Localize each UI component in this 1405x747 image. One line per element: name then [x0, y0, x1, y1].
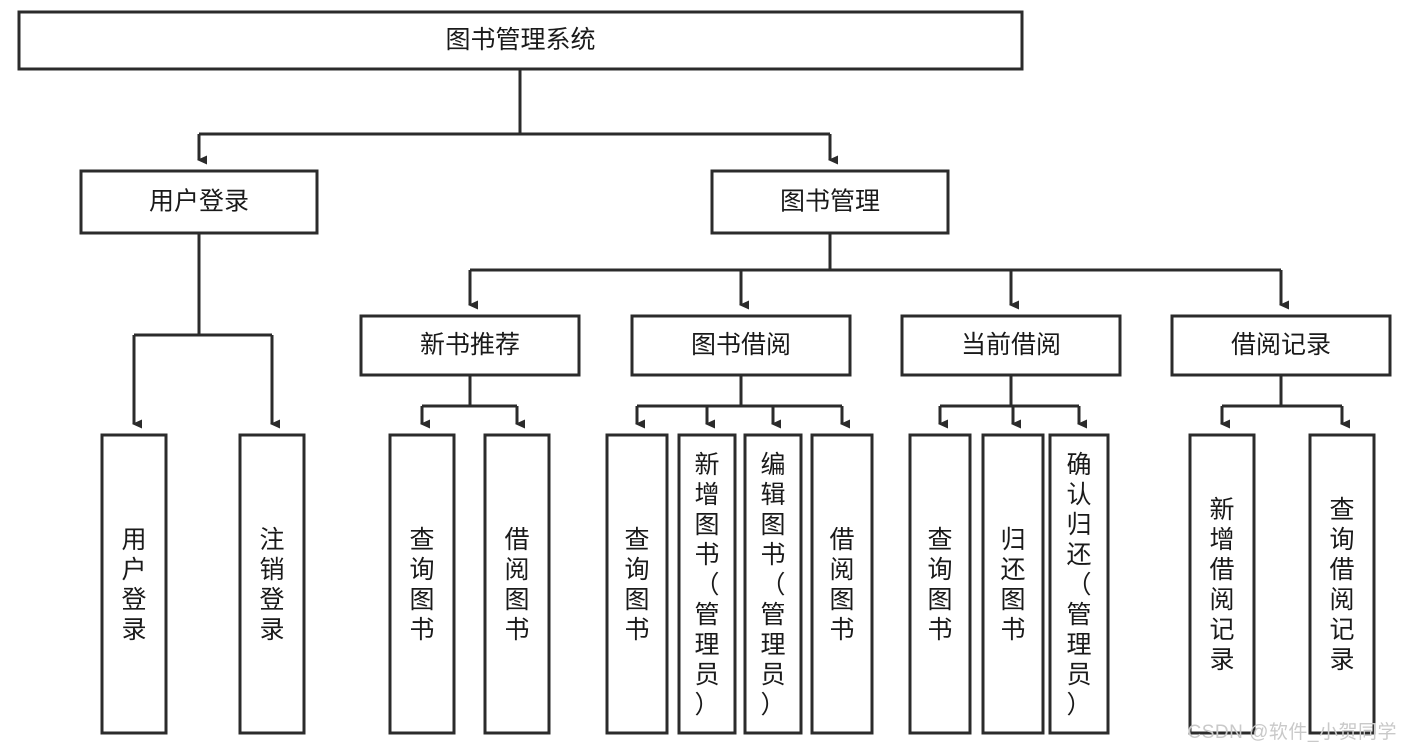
node-leaf-user-logout[interactable]: 注销登录 — [238, 433, 306, 735]
node-leaf-query-book-3[interactable]: 查询图书 — [908, 433, 972, 735]
node-box — [17, 10, 1024, 71]
node-current-borrow[interactable]: 当前借阅 — [900, 314, 1122, 377]
node-box — [605, 433, 669, 735]
node-leaf-borrow-book-2[interactable]: 借阅图书 — [810, 433, 874, 735]
node-book-borrow[interactable]: 图书借阅 — [630, 314, 852, 377]
node-box — [1188, 433, 1256, 735]
node-label: 当前借阅 — [961, 331, 1061, 359]
node-label: 借阅记录 — [1231, 331, 1331, 359]
node-label: 图书借阅 — [691, 331, 791, 359]
node-label: 新增图书（管理员） — [694, 451, 719, 719]
node-box — [359, 314, 581, 377]
node-label: 查询图书 — [409, 526, 434, 644]
node-label: 编辑图书（管理员） — [760, 451, 785, 719]
node-box — [630, 314, 852, 377]
node-leaf-query-book-2[interactable]: 查询图书 — [605, 433, 669, 735]
node-label: 注销登录 — [259, 526, 284, 644]
connector-bus-root — [199, 69, 830, 136]
node-label: 图书管理 — [780, 188, 880, 216]
node-box — [743, 433, 803, 735]
node-label: 借阅图书 — [829, 526, 854, 644]
edge-layer — [132, 69, 1350, 429]
node-box — [981, 433, 1045, 735]
node-box — [677, 433, 737, 735]
node-box — [1308, 433, 1376, 735]
node-leaf-borrow-book-1[interactable]: 借阅图书 — [483, 433, 551, 735]
node-leaf-edit-book-admin[interactable]: 编辑图书（管理员） — [743, 433, 803, 735]
node-box — [79, 169, 319, 235]
node-label: 确认归还（管理员） — [1066, 451, 1091, 719]
node-leaf-user-login[interactable]: 用户登录 — [100, 433, 168, 735]
node-box — [238, 433, 306, 735]
node-box — [810, 433, 874, 735]
node-label: 借阅图书 — [504, 526, 529, 644]
node-leaf-return-book[interactable]: 归还图书 — [981, 433, 1045, 735]
node-root[interactable]: 图书管理系统 — [17, 10, 1024, 71]
connector-bus-user-login — [134, 233, 272, 337]
node-label: 查询借阅记录 — [1329, 496, 1354, 674]
node-book-manage[interactable]: 图书管理 — [710, 169, 950, 235]
node-label: 查询图书 — [927, 526, 952, 644]
node-box — [1170, 314, 1392, 377]
node-user-login[interactable]: 用户登录 — [79, 169, 319, 235]
node-label: 用户登录 — [121, 526, 146, 644]
connector-bus-book-borrow — [637, 375, 842, 408]
node-label: 查询图书 — [624, 526, 649, 644]
node-label: 归还图书 — [1000, 526, 1025, 644]
node-label: 用户登录 — [149, 188, 249, 216]
node-label: 图书管理系统 — [445, 26, 595, 54]
node-box — [100, 433, 168, 735]
node-box — [710, 169, 950, 235]
node-box — [483, 433, 551, 735]
node-leaf-add-book-admin[interactable]: 新增图书（管理员） — [677, 433, 737, 735]
node-borrow-record[interactable]: 借阅记录 — [1170, 314, 1392, 377]
node-label: 新增借阅记录 — [1209, 496, 1234, 674]
node-leaf-query-borrow-record[interactable]: 查询借阅记录 — [1308, 433, 1376, 735]
connector-bus-borrow-record — [1222, 375, 1342, 408]
connector-bus-book-manage — [470, 233, 1281, 272]
node-new-book-recommend[interactable]: 新书推荐 — [359, 314, 581, 377]
node-label: 新书推荐 — [420, 331, 520, 359]
connector-bus-current-borrow — [940, 375, 1079, 408]
node-leaf-add-borrow-record[interactable]: 新增借阅记录 — [1188, 433, 1256, 735]
node-layer: 图书管理系统用户登录图书管理新书推荐图书借阅当前借阅借阅记录用户登录注销登录查询… — [17, 10, 1392, 735]
node-box — [900, 314, 1122, 377]
node-box — [1048, 433, 1110, 735]
node-box — [388, 433, 456, 735]
node-leaf-query-book-1[interactable]: 查询图书 — [388, 433, 456, 735]
node-box — [908, 433, 972, 735]
node-leaf-confirm-return-admin[interactable]: 确认归还（管理员） — [1048, 433, 1110, 735]
connector-bus-new-book — [422, 375, 517, 408]
